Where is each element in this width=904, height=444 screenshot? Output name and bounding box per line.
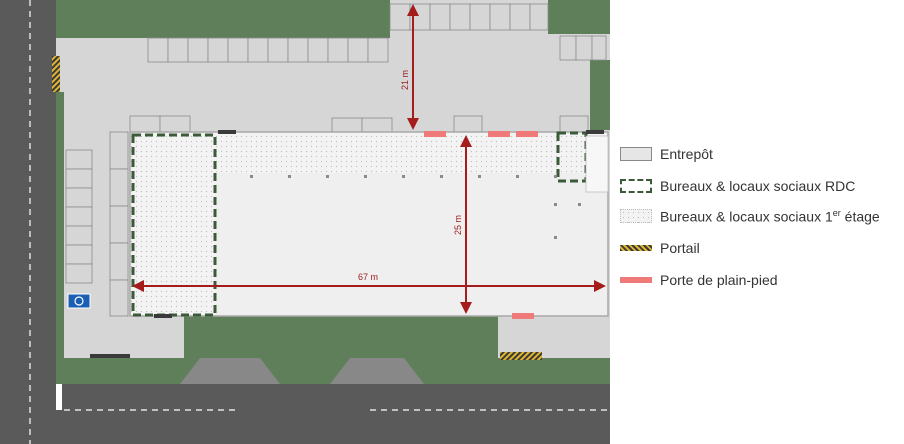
door-swatch-icon [620,277,652,283]
green-east [590,60,610,130]
legend-item-gate: Portail [620,240,700,256]
service-doors [90,130,604,358]
parking-west [65,131,129,317]
road-south [0,380,610,444]
accessible-parking-icon [67,293,91,309]
columns [250,175,581,239]
road-west [0,0,56,444]
dim-label-north: 21 m [400,70,410,90]
green-south-gap-1 [180,358,280,384]
parking-north [147,3,607,63]
legend-label-gate: Portail [660,240,700,256]
legend-label-offices-first: Bureaux & locaux sociaux 1er étage [660,208,880,225]
legend-label-offices-ground: Bureaux & locaux sociaux RDC [660,178,856,194]
dotted-swatch-icon [620,209,652,224]
dim-label-length: 67 m [358,272,378,282]
dim-label-depth: 25 m [453,215,463,235]
hatch-swatch-icon [620,245,652,251]
road-white-post [56,384,62,410]
green-north-right [548,0,610,34]
offices-first-floor-west [131,133,215,315]
offices-ground-west [131,133,217,317]
legend-item-dock-door: Porte de plain-pied [620,272,778,288]
green-west [56,92,64,380]
dock-doors [424,131,538,319]
green-south-left [56,358,160,384]
legend-item-offices-first: Bureaux & locaux sociaux 1er étage [620,208,880,225]
legend-item-warehouse: Entrepôt [620,146,713,162]
legend-item-offices-ground: Bureaux & locaux sociaux RDC [620,178,855,194]
green-south-center [184,316,498,358]
green-south-gap-2 [330,358,424,384]
gate-south [500,352,542,360]
legend-label-warehouse: Entrepôt [660,146,713,162]
north-facade-boxes [129,115,589,135]
legend-label-dock-door: Porte de plain-pied [660,272,778,288]
green-south-gap-3 [470,358,576,384]
warehouse-swatch-icon [620,147,652,161]
gate-west [52,56,60,92]
green-south-strip [56,358,610,384]
dashed-border-swatch-icon [620,179,652,193]
annex-east [585,135,609,193]
green-north-left [56,0,390,38]
site-plan: 21 m 25 m 67 m [0,0,610,444]
